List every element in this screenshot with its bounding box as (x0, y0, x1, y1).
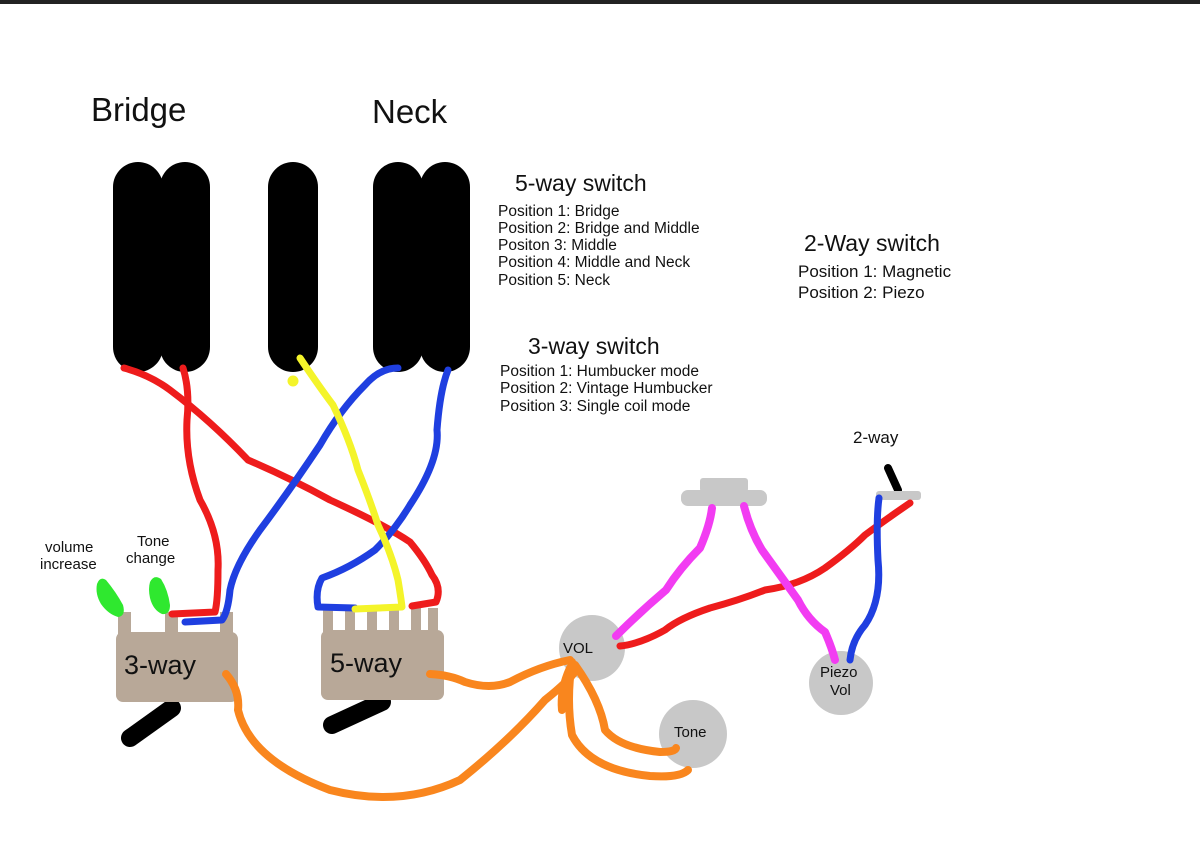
three-way-lever (121, 699, 181, 747)
five-way-legend: 5-way switch Position 1: Bridge Position… (498, 170, 700, 289)
five-way-position-5: Position 5: Neck (498, 272, 610, 289)
five-way-position-3: Positon 3: Middle (498, 237, 617, 254)
volume-increase-label-line1: volume (45, 539, 93, 556)
three-way-position-1: Position 1: Humbucker mode (500, 363, 699, 380)
bridge-coil-2 (160, 162, 210, 372)
five-way-position-4: Position 4: Middle and Neck (498, 254, 690, 271)
three-way-label: 3-way (124, 650, 197, 680)
neck-label: Neck (372, 93, 448, 130)
three-way-position-3: Position 3: Single coil mode (500, 398, 690, 415)
two-way-switch (876, 464, 921, 500)
tone-change-button[interactable] (149, 577, 170, 615)
piezo-connector (681, 478, 767, 506)
piezo-volume-pot[interactable] (809, 651, 873, 715)
bridge-coil-1 (113, 162, 163, 372)
middle-single-coil (268, 162, 318, 372)
two-way-legend: 2-Way switch Position 1: Magnetic Positi… (798, 230, 952, 447)
piezo-vol-label-line2: Vol (830, 682, 851, 699)
wires-magenta (612, 502, 839, 664)
two-way-component-label: 2-way (853, 428, 899, 447)
three-way-body (116, 632, 238, 702)
three-way-legend: 3-way switch Position 1: Humbucker mode … (500, 333, 713, 415)
volume-increase-label-line2: increase (40, 556, 97, 573)
volume-increase-button[interactable] (96, 578, 124, 617)
five-way-position-1: Position 1: Bridge (498, 203, 620, 220)
tone-change-label-line2: change (126, 550, 175, 567)
neck-humbucker (373, 162, 470, 372)
bridge-humbucker (113, 162, 210, 372)
tone-change-label-line1: Tone (137, 533, 170, 550)
three-way-switch: 3-way (116, 612, 238, 702)
two-way-position-1: Position 1: Magnetic (798, 262, 952, 281)
two-way-title: 2-Way switch (804, 230, 940, 256)
bridge-label: Bridge (91, 91, 186, 128)
five-way-title: 5-way switch (515, 170, 647, 196)
wires-blue (181, 364, 883, 664)
tone-pot-label: Tone (674, 724, 707, 741)
neck-coil-1 (373, 162, 423, 372)
five-way-lever (323, 693, 391, 734)
wires-red (120, 364, 914, 650)
five-way-body (321, 630, 444, 700)
three-way-position-2: Position 2: Vintage Humbucker (500, 380, 713, 397)
five-way-position-2: Position 2: Bridge and Middle (498, 220, 700, 237)
five-way-switch: 5-way (321, 608, 444, 700)
piezo-vol-label-line1: Piezo (820, 664, 858, 681)
volume-pot-label: VOL (563, 640, 593, 657)
neck-coil-2 (420, 162, 470, 372)
wires-yellow (287, 354, 406, 613)
two-way-position-2: Position 2: Piezo (798, 283, 925, 302)
five-way-label: 5-way (330, 648, 403, 678)
window-top-border (0, 0, 1200, 4)
wires-orange (222, 656, 692, 802)
three-way-title: 3-way switch (528, 333, 660, 359)
